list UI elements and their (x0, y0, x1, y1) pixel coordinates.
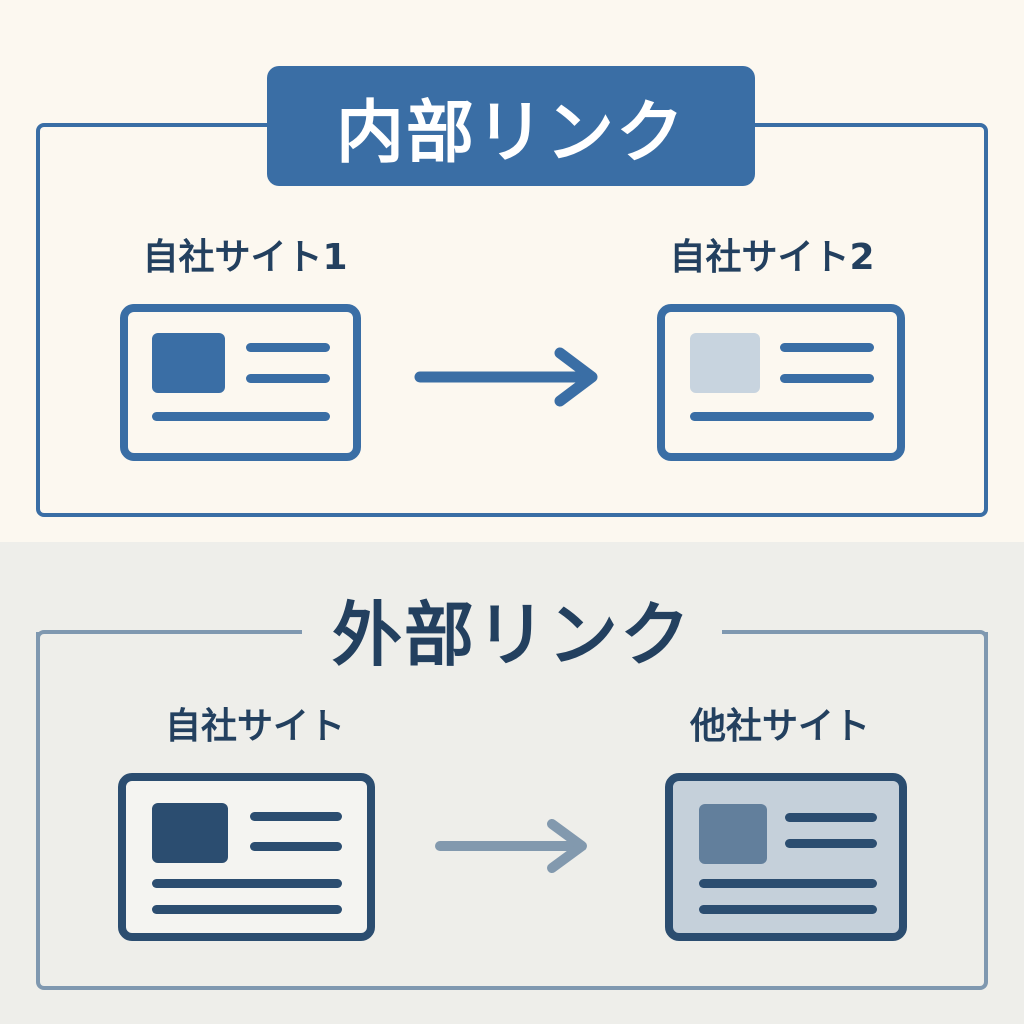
image-placeholder-icon (152, 333, 225, 393)
text-line (250, 812, 342, 821)
frame-top-right-segment (722, 630, 988, 640)
text-line (780, 343, 874, 352)
text-line (152, 879, 342, 888)
text-line (780, 374, 874, 383)
other-site-page-icon (665, 773, 907, 941)
text-line (699, 905, 877, 914)
text-line (152, 412, 330, 421)
internal-link-title: 内部リンク (267, 66, 755, 186)
image-placeholder-icon (690, 333, 760, 393)
text-line (246, 343, 330, 352)
text-line (152, 905, 342, 914)
text-line (785, 839, 877, 848)
arrow-right-icon (414, 347, 598, 407)
image-placeholder-icon (152, 803, 228, 863)
other-site-label: 他社サイト (689, 706, 870, 747)
source-site-label: 自社サイト1 (142, 237, 348, 278)
image-placeholder-icon (699, 804, 767, 864)
own-site-1-page-icon (120, 304, 361, 461)
text-line (699, 879, 877, 888)
own-site-label: 自社サイト (164, 706, 345, 747)
arrow-right-icon (435, 819, 587, 873)
text-line (250, 842, 342, 851)
external-link-frame (36, 632, 988, 990)
own-site-page-icon (118, 773, 375, 941)
frame-top-left-segment (36, 630, 302, 640)
target-site-label: 自社サイト2 (669, 237, 875, 278)
text-line (690, 412, 874, 421)
text-line (785, 813, 877, 822)
external-link-title: 外部リンク (332, 593, 692, 676)
text-line (246, 374, 330, 383)
own-site-2-page-icon (657, 304, 905, 461)
